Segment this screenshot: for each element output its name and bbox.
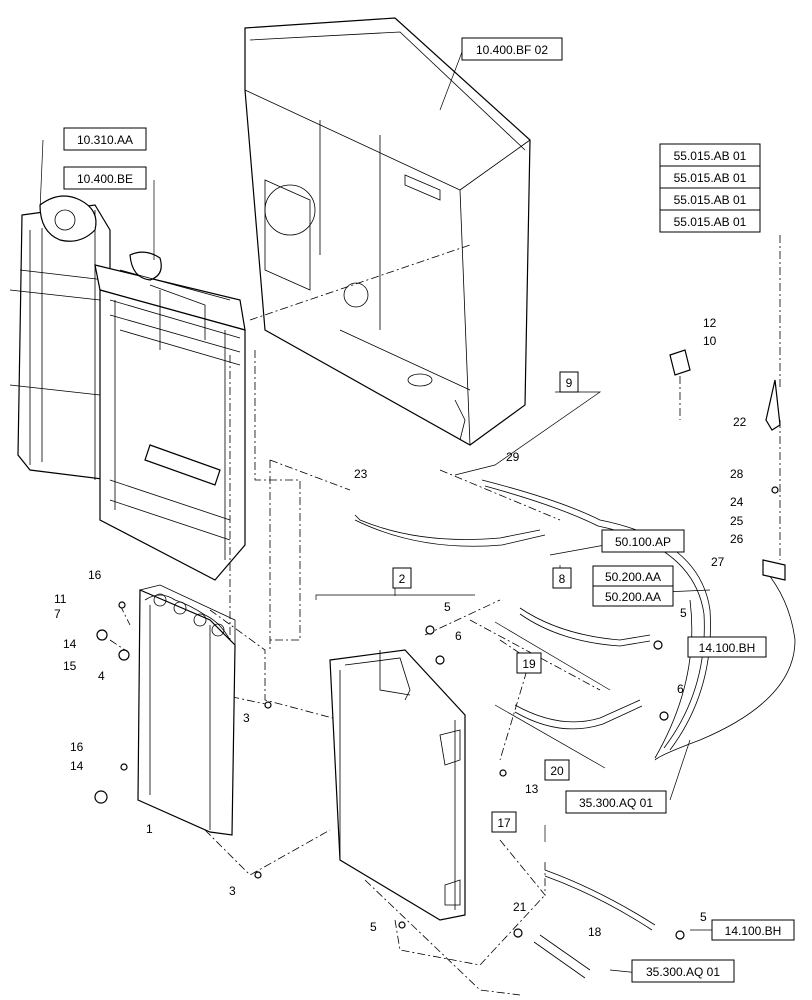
callout-5-lower-left: 5	[370, 920, 377, 934]
callout-29: 29	[506, 450, 520, 464]
callout-15: 15	[63, 659, 77, 673]
ref-label-55015ab01-a: 55.015.AB 01	[674, 149, 747, 163]
callout-6-right: 6	[677, 682, 684, 696]
callout-25: 25	[730, 514, 744, 528]
assembly-lines	[109, 235, 781, 996]
callout-5-right: 5	[680, 606, 687, 620]
ref-label-35300aq01-b: 35.300.AQ 01	[646, 965, 720, 979]
condenser-core	[137, 584, 236, 836]
ref-label-10400be: 10.400.BE	[77, 172, 133, 186]
ref-label-10310aa: 10.310.AA	[77, 133, 133, 147]
ref-label-55015ab01-d: 55.015.AB 01	[674, 215, 747, 229]
callout-7: 7	[54, 607, 61, 621]
callout-3-upper: 3	[243, 711, 250, 725]
callout-14-bottom: 14	[70, 759, 84, 773]
callout-10: 10	[703, 334, 717, 348]
ref-label-2: 2	[399, 572, 406, 586]
callout-6-upper: 6	[455, 629, 462, 643]
ref-label-19: 19	[522, 657, 536, 671]
ref-label-14100bh-b: 14.100.BH	[725, 924, 782, 938]
callout-27: 27	[711, 555, 725, 569]
ref-label-50200aa-a: 50.200.AA	[605, 570, 661, 584]
ref-label-9: 9	[566, 376, 573, 390]
oil-cooler-core	[329, 649, 466, 921]
callout-22: 22	[733, 415, 747, 429]
ref-label-35300aq01-a: 35.300.AQ 01	[579, 796, 653, 810]
callout-11: 11	[54, 592, 67, 606]
callout-4: 4	[98, 669, 105, 683]
ref-label-50100ap: 50.100.AP	[615, 535, 671, 549]
ref-label-8: 8	[559, 572, 566, 586]
callout-24: 24	[730, 495, 744, 509]
callout-5-lower-right: 5	[700, 910, 707, 924]
fasteners	[94, 486, 779, 940]
ref-label-14100bh-a: 14.100.BH	[699, 641, 756, 655]
ref-label-17: 17	[497, 816, 511, 830]
reference-boxes: 10.400.BF 02 10.310.AA 10.400.BE 55.015.…	[63, 37, 795, 983]
radiator-frame-assembly	[9, 195, 246, 581]
callout-16-bottom: 16	[70, 740, 84, 754]
callout-5-upper: 5	[444, 600, 451, 614]
callout-16-top: 16	[88, 568, 102, 582]
callout-1: 1	[146, 822, 153, 836]
callout-26: 26	[730, 532, 744, 546]
callout-14-top: 14	[63, 637, 77, 651]
ref-label-55015ab01-b: 55.015.AB 01	[674, 171, 747, 185]
callout-28: 28	[730, 467, 744, 481]
callout-3-lower: 3	[229, 884, 236, 898]
callout-13: 13	[525, 782, 539, 796]
ref-label-10400bf02: 10.400.BF 02	[476, 43, 548, 57]
callout-23: 23	[354, 467, 368, 481]
part-callouts: 12 10 22 28 24 25 26 27 29 23 11 16 7 14…	[54, 316, 747, 939]
callout-12: 12	[703, 316, 717, 330]
ref-label-50200aa-b: 50.200.AA	[605, 590, 661, 604]
ref-label-55015ab01-c: 55.015.AB 01	[674, 193, 747, 207]
callout-21: 21	[513, 900, 527, 914]
callout-18: 18	[588, 925, 602, 939]
ref-label-20: 20	[550, 764, 564, 778]
bulkhead-housing	[244, 17, 531, 446]
hoses	[354, 349, 796, 979]
